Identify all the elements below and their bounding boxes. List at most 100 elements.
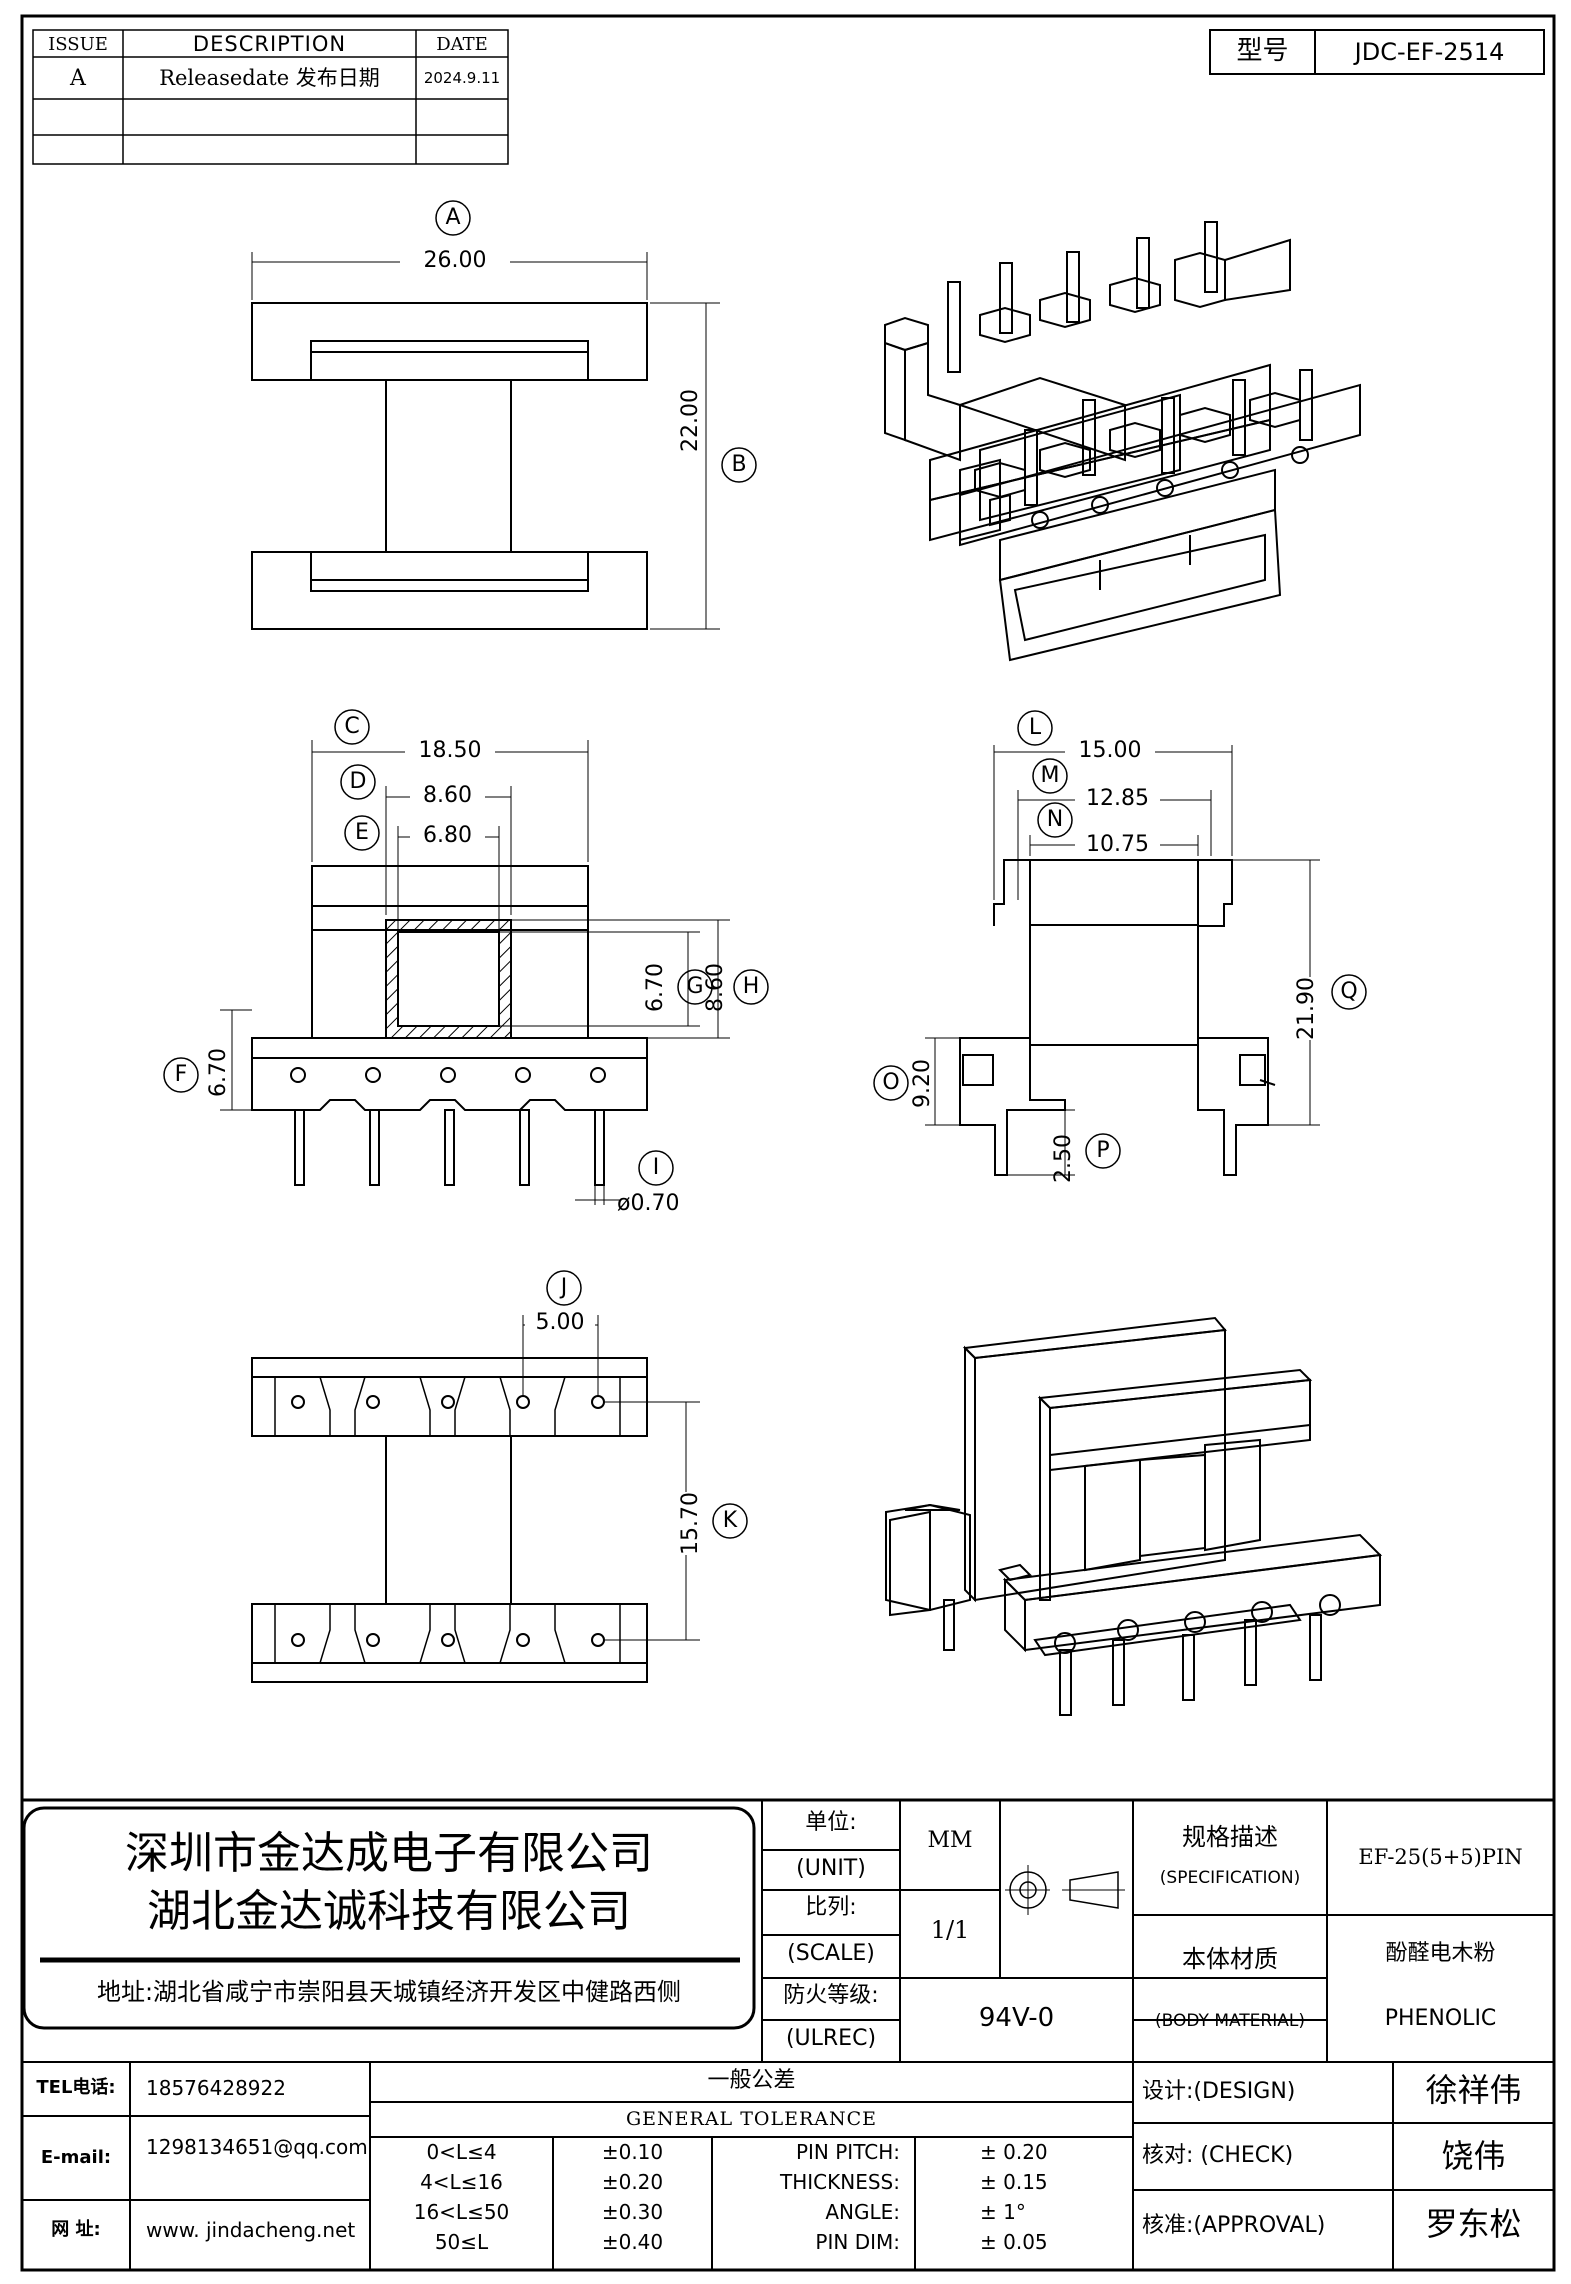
dim-f-tag: F xyxy=(174,1062,188,1087)
iso-view-top xyxy=(884,221,1361,662)
tolerance-range: 50≤L xyxy=(434,2230,489,2254)
tolerance-spec-label: THICKNESS: xyxy=(780,2170,900,2194)
material-label-en: (BODY MATERIAL) xyxy=(1155,2011,1305,2031)
approval-label: 核准:(APPROVAL) xyxy=(1142,2213,1326,2238)
scale-label-cn: 比列: xyxy=(805,1895,857,1920)
unit-label-cn: 单位: xyxy=(805,1810,857,1835)
dim-m-tag: M xyxy=(1040,763,1060,788)
tolerance-value: ±0.30 xyxy=(601,2200,664,2224)
dim-b-tag: B xyxy=(731,452,747,477)
dim-o-value: 9.20 xyxy=(910,1059,935,1108)
third-angle-projection-icon xyxy=(1005,1865,1125,1915)
dim-a-tag: A xyxy=(445,205,461,230)
material-value-cn: 酚醛电木粉 xyxy=(1385,1941,1496,1966)
spec-label-cn: 规格描述 xyxy=(1182,1823,1278,1851)
dim-c-tag: C xyxy=(344,714,360,739)
fire-label-cn: 防火等级: xyxy=(783,1983,879,2008)
dim-c-value: 18.50 xyxy=(405,740,495,762)
design-value: 徐祥伟 xyxy=(1425,2071,1522,2109)
dim-a-value: 26.00 xyxy=(400,250,510,272)
dim-i-value: ø0.70 xyxy=(617,1191,680,1216)
email-value[interactable]: 1298134651@qq.com xyxy=(146,2135,368,2159)
top-view xyxy=(251,252,720,630)
dim-k-tag: K xyxy=(722,1508,738,1533)
company-name-1: 深圳市金达成电子有限公司 xyxy=(125,1828,653,1879)
dim-b-value: 22.00 xyxy=(678,389,703,452)
fire-label-en: (ULREC) xyxy=(785,2026,877,2051)
dim-q-tag: Q xyxy=(1340,979,1358,1004)
scale-label-en: (SCALE) xyxy=(787,1941,875,1966)
dim-e-value: 6.80 xyxy=(410,825,485,847)
company-name-2: 湖北金达诚科技有限公司 xyxy=(147,1886,631,1937)
dim-j-value: 5.00 xyxy=(525,1312,595,1334)
spec-label-en: (SPECIFICATION) xyxy=(1159,1868,1301,1888)
tolerance-range: 4<L≤16 xyxy=(420,2170,503,2194)
sheet-border xyxy=(20,14,1556,2272)
approval-value: 罗东松 xyxy=(1425,2205,1522,2243)
revision-row-description: Releasedate 发布日期 xyxy=(159,66,380,90)
tolerance-value: ±0.40 xyxy=(601,2230,664,2254)
tel-label: TEL电话: xyxy=(36,2077,116,2098)
dim-g-tag: G xyxy=(686,974,704,999)
tolerance-spec-label: PIN DIM: xyxy=(815,2230,900,2254)
dim-d-value: 8.60 xyxy=(410,785,485,807)
title-block-grid xyxy=(22,1800,1554,2270)
dim-q-value: 21.90 xyxy=(1294,977,1319,1040)
revision-row-date: 2024.9.11 xyxy=(423,69,501,87)
revision-header-date: DATE xyxy=(436,34,488,55)
front-view xyxy=(220,740,730,1205)
model-box-grid xyxy=(1209,29,1545,75)
dim-p-tag: P xyxy=(1096,1138,1110,1163)
tolerance-range: 16<L≤50 xyxy=(413,2200,510,2224)
revision-header-issue: ISSUE xyxy=(48,34,108,55)
dimension-tag-circles xyxy=(163,200,1367,1539)
material-value-en: PHENOLIC xyxy=(1384,2006,1497,2031)
check-value: 饶伟 xyxy=(1441,2137,1506,2175)
company-address: 地址:湖北省咸宁市崇阳县天城镇经济开发区中健路西侧 xyxy=(96,1978,682,2006)
model-label: 型号 xyxy=(1236,36,1289,66)
design-label: 设计:(DESIGN) xyxy=(1142,2079,1296,2104)
tolerance-spec-label: ANGLE: xyxy=(825,2200,900,2224)
dim-l-tag: L xyxy=(1028,715,1042,740)
website-link[interactable]: www. jindacheng.net xyxy=(146,2218,356,2242)
revision-header-description: DESCRIPTION xyxy=(192,32,347,56)
tolerance-title-en: GENERAL TOLERANCE xyxy=(625,2108,878,2130)
scale-value: 1/1 xyxy=(930,1916,970,1944)
tolerance-spec-value: ± 0.05 xyxy=(980,2230,1048,2254)
unit-value: MM xyxy=(927,1828,973,1853)
check-label: 核对: (CHECK) xyxy=(1142,2143,1294,2168)
dim-o-tag: O xyxy=(882,1070,900,1095)
dim-j-tag: J xyxy=(560,1275,568,1300)
unit-label-en: (UNIT) xyxy=(796,1856,866,1881)
tolerance-spec-value: ± 1° xyxy=(980,2200,1026,2224)
tolerance-value: ±0.20 xyxy=(601,2170,664,2194)
dim-m-value: 12.85 xyxy=(1075,788,1160,810)
dim-h-tag: H xyxy=(742,974,760,999)
tolerance-range: 0<L≤4 xyxy=(426,2140,497,2164)
tolerance-spec-label: PIN PITCH: xyxy=(795,2140,900,2164)
material-label-cn: 本体材质 xyxy=(1182,1945,1278,1973)
dim-f-value: 6.70 xyxy=(206,1048,231,1097)
side-view xyxy=(925,745,1320,1176)
dim-l-value: 15.00 xyxy=(1065,740,1155,762)
tolerance-spec-value: ± 0.15 xyxy=(980,2170,1048,2194)
revision-table-grid xyxy=(32,29,509,165)
tolerance-value: ±0.10 xyxy=(601,2140,664,2164)
dim-k-value: 15.70 xyxy=(678,1492,703,1555)
bottom-view xyxy=(251,1315,700,1683)
spec-value: EF-25(5+5)PIN xyxy=(1358,1845,1523,1869)
email-label: E-mail: xyxy=(40,2147,112,2168)
tel-value: 18576428922 xyxy=(146,2076,286,2100)
tolerance-spec-value: ± 0.20 xyxy=(980,2140,1048,2164)
dim-d-tag: D xyxy=(349,769,367,794)
dim-i-tag: I xyxy=(652,1155,660,1180)
dim-n-value: 10.75 xyxy=(1075,834,1160,856)
dim-e-tag: E xyxy=(355,820,369,845)
model-number: JDC-EF-2514 xyxy=(1354,38,1505,66)
revision-row-issue: A xyxy=(70,66,86,91)
tolerance-title-cn: 一般公差 xyxy=(707,2068,796,2093)
dim-g-value: 6.70 xyxy=(643,963,668,1012)
iso-view-bottom xyxy=(885,1316,1383,1716)
